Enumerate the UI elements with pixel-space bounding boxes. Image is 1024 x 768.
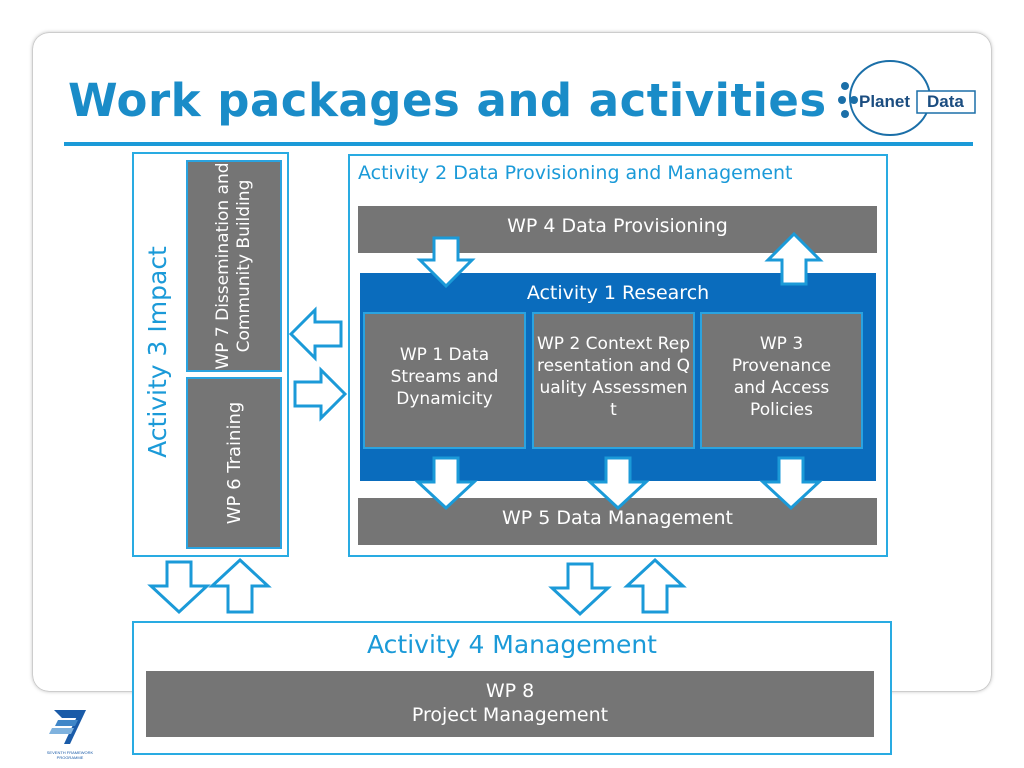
arrow-down-icon	[759, 456, 823, 511]
svg-text:Data: Data	[927, 92, 964, 111]
arrow-down-icon	[548, 562, 612, 617]
page-title: Work packages and activities	[68, 74, 827, 127]
wp6-label: WP 6 Training	[223, 401, 245, 525]
arrow-down-icon	[416, 236, 476, 289]
title-rule	[64, 142, 973, 146]
arrow-left-icon	[288, 306, 343, 362]
planet-data-logo: Planet Data	[832, 58, 977, 138]
arrow-down-icon	[414, 456, 478, 511]
activity-4-label: Activity 4 Management	[367, 630, 657, 659]
arrow-up-icon	[623, 557, 687, 614]
activity-3-label: Activity 3 Impact	[143, 246, 172, 458]
wp7-label: WP 7 Dissemination and Community Buildin…	[213, 162, 254, 370]
wp1-box: WP 1 Data Streams and Dynamicity	[363, 312, 526, 449]
planet-data-logo-icon: Planet Data	[838, 60, 976, 136]
fp7-logo: SEVENTH FRAMEWORK PROGRAMME	[40, 706, 100, 762]
fp7-logo-text: SEVENTH FRAMEWORK PROGRAMME	[46, 750, 94, 760]
wp7-box: WP 7 Dissemination and Community Buildin…	[186, 160, 282, 372]
wp8-number: WP 8	[485, 680, 535, 702]
svg-text:Planet: Planet	[859, 92, 910, 111]
wp2-box: WP 2 Context Representation and Quality …	[532, 312, 695, 449]
arrow-right-icon	[293, 366, 348, 422]
arrow-down-icon	[147, 560, 211, 615]
fp7-seven-icon	[49, 710, 86, 744]
arrow-up-icon	[208, 557, 272, 614]
activity-2-label: Activity 2 Data Provisioning and Managem…	[358, 162, 793, 184]
arrow-up-icon	[764, 231, 824, 286]
wp3-box: WP 3 Provenance and Access Policies	[700, 312, 863, 449]
arrow-down-icon	[586, 456, 650, 511]
wp8-box: WP 8 Project Management	[146, 671, 874, 737]
wp8-title: Project Management	[411, 704, 609, 726]
activity-1-label: Activity 1 Research	[526, 282, 710, 304]
wp6-box: WP 6 Training	[186, 377, 282, 549]
